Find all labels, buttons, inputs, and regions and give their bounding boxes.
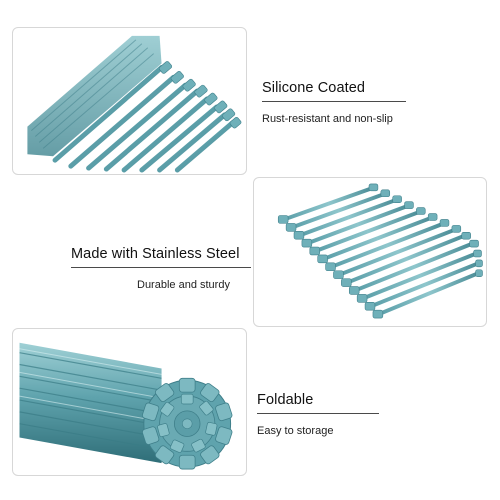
feature-caption-stainless-steel: Made with Stainless Steel Durable and st…	[71, 245, 251, 292]
feature-caption-foldable: Foldable Easy to storage	[257, 391, 379, 438]
flat-rack-icon	[277, 183, 483, 319]
feature-subtitle: Durable and sturdy	[137, 279, 230, 291]
caption-divider	[262, 101, 406, 102]
caption-divider	[257, 413, 379, 414]
feature-image-stainless-steel	[253, 177, 487, 327]
feature-subtitle: Rust-resistant and non-slip	[262, 113, 393, 125]
feature-image-silicone-coated	[12, 27, 247, 175]
rolled-rack-partial-icon	[27, 35, 242, 173]
feature-subtitle: Easy to storage	[257, 425, 334, 437]
caption-divider	[71, 267, 251, 268]
feature-title: Foldable	[257, 392, 314, 408]
rolled-rack-end-icon	[19, 342, 233, 470]
feature-image-foldable	[12, 328, 247, 476]
feature-title: Silicone Coated	[262, 80, 366, 96]
feature-caption-silicone-coated: Silicone Coated Rust-resistant and non-s…	[262, 79, 406, 126]
feature-title: Made with Stainless Steel	[71, 246, 240, 262]
